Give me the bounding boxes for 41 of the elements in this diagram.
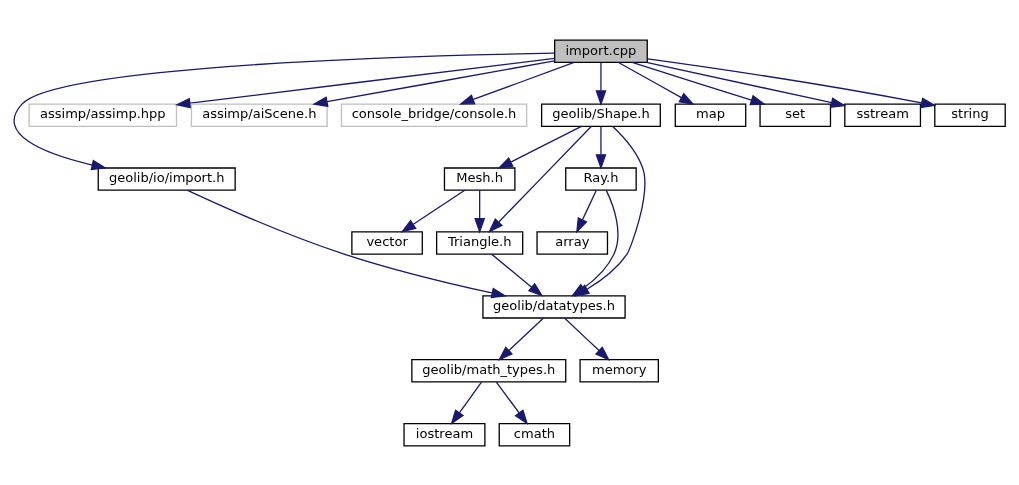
node-box: Mesh.h (443, 166, 516, 191)
node-box: set (759, 102, 832, 127)
node-box: iostream (403, 422, 486, 446)
arrow (490, 253, 544, 297)
arrow (312, 59, 556, 107)
arrow (595, 125, 607, 170)
node-box: Ray.h (565, 166, 637, 191)
node-box: string (934, 102, 1006, 127)
node-box: geolib/math_types.h (411, 358, 567, 383)
arrow (631, 61, 766, 105)
node-box: assimp/assimp.hpp (28, 102, 178, 127)
arrow (497, 125, 583, 169)
arrow (645, 61, 847, 108)
arrow (186, 189, 507, 298)
arrow (400, 189, 466, 233)
node-box: array (536, 230, 609, 255)
arrow (174, 57, 556, 109)
arrow (495, 381, 529, 425)
node-box: import.cpp (554, 39, 648, 63)
node-box: geolib/datatypes.h (482, 294, 626, 319)
arrow (450, 381, 483, 425)
node-box: memory (579, 358, 659, 383)
arrow (488, 125, 593, 233)
arrow (617, 61, 695, 105)
node-box: geolib/io/import.h (97, 166, 236, 191)
node-box: vector (351, 230, 423, 255)
node-box: geolib/Shape.h (540, 102, 661, 127)
arrow (13, 52, 556, 170)
node-box: Triangle.h (436, 230, 524, 255)
arrow (576, 189, 597, 234)
arrow (474, 189, 486, 234)
node-box: map (674, 102, 747, 127)
node-box: assimp/aiScene.h (190, 102, 328, 127)
arrow (497, 317, 544, 361)
arrow (647, 57, 937, 108)
arrow (458, 61, 575, 105)
arrow (564, 317, 611, 361)
node-box: console_bridge/console.h (340, 102, 528, 127)
node-box: cmath (498, 422, 571, 446)
arrow (595, 61, 607, 106)
node-box: sstream (844, 102, 922, 127)
